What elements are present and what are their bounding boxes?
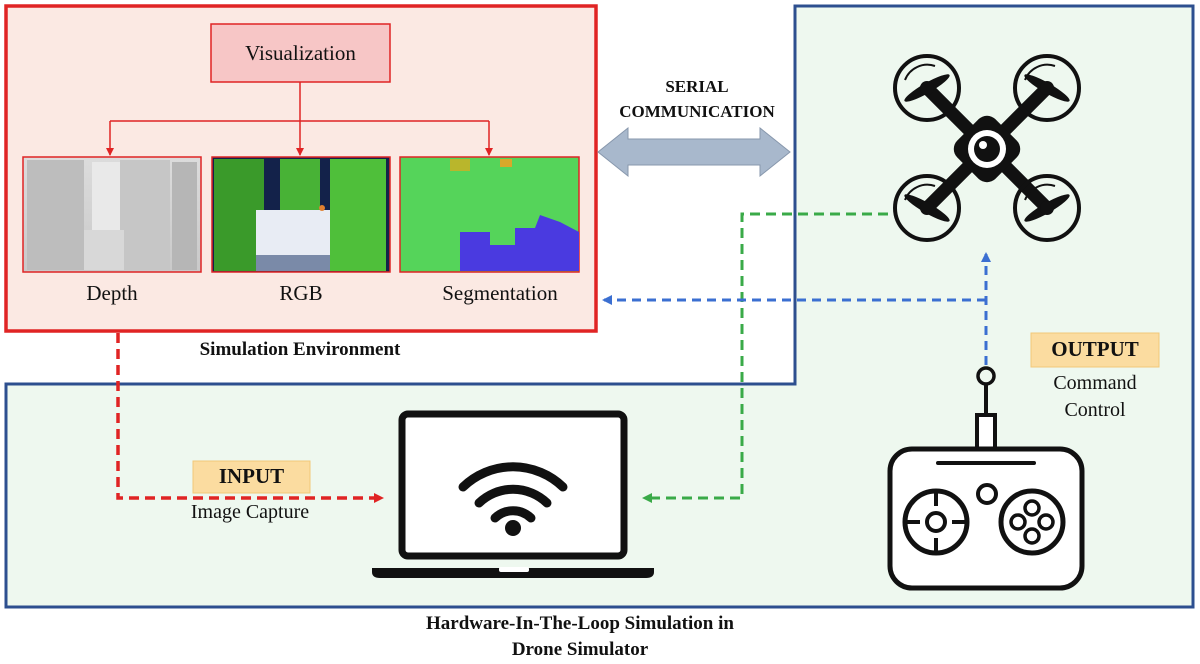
drone-icon	[893, 54, 1081, 242]
input-dashed-arrow	[116, 333, 384, 503]
wifi-dot	[505, 520, 521, 536]
hil-caption-line1: Hardware-In-The-Loop Simulation in	[426, 613, 734, 634]
simulation-environment-caption: Simulation Environment	[199, 339, 401, 360]
output-badge: OUTPUT	[1051, 337, 1139, 361]
rgb-image	[211, 156, 391, 273]
output-caption-line1: Command	[1053, 372, 1137, 394]
input-badge-bg	[192, 460, 311, 494]
visualization-box	[210, 23, 391, 83]
remote-controller-icon	[887, 366, 1085, 591]
output-caption-line2: Control	[1064, 399, 1126, 421]
serial-label-line1: SERIAL	[665, 77, 729, 96]
drone-to-laptop-dashed-arrow	[642, 212, 888, 503]
input-caption: Image Capture	[190, 501, 310, 523]
segmentation-image	[399, 156, 580, 273]
laptop-icon	[372, 410, 654, 578]
serial-communication-arrow	[597, 126, 791, 178]
depth-image	[22, 156, 202, 273]
visualization-label: Visualization	[245, 41, 356, 65]
wifi-icon	[458, 462, 568, 523]
depth-label: Depth	[86, 281, 138, 305]
input-badge: INPUT	[218, 464, 285, 488]
rgb-label: RGB	[279, 281, 323, 305]
serial-label-line2: COMMUNICATION	[619, 102, 775, 121]
output-badge-bg	[1030, 332, 1160, 368]
visualization-connectors	[106, 82, 493, 156]
hil-caption-line2: Drone Simulator	[511, 639, 649, 660]
segmentation-label: Segmentation	[442, 281, 558, 305]
